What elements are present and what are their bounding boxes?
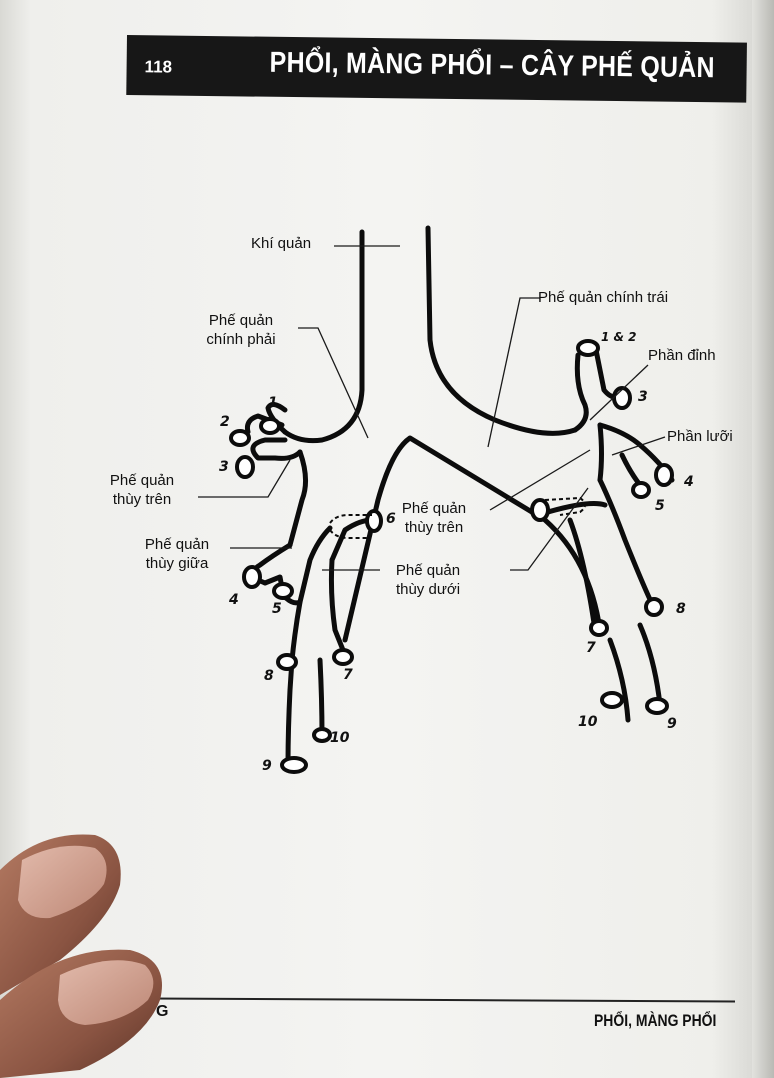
label-right-upper-line1: Phế quản bbox=[109, 472, 175, 489]
segment-number-l12: 1 & 2 bbox=[601, 330, 637, 344]
segment-end-l12 bbox=[576, 339, 600, 357]
segment-end-r6 bbox=[365, 509, 383, 533]
label-left-upper-line1: Phế quản bbox=[401, 500, 467, 517]
segment-number-r5: 5 bbox=[272, 601, 282, 617]
leader-apical bbox=[589, 364, 649, 421]
segment-end-l6 bbox=[530, 498, 550, 522]
segment-number-l8: 8 bbox=[676, 601, 686, 617]
segment-end-r7 bbox=[332, 648, 354, 666]
segment-number-r10: 10 bbox=[330, 730, 350, 746]
segment-end-l4 bbox=[654, 463, 674, 487]
segment-end-r3 bbox=[235, 455, 255, 479]
label-right-middle-line2: thùy giữa bbox=[145, 555, 209, 572]
label-right-middle-line1: Phế quản bbox=[144, 536, 210, 553]
segment-end-l7 bbox=[589, 619, 609, 637]
label-lingular-part: Phần lưỡi bbox=[667, 428, 733, 445]
leader-right-main bbox=[298, 327, 369, 439]
label-right-middle-lobe-bronchus: Phế quản thùy giữa bbox=[137, 535, 217, 573]
footer-running-title: PHỔI, MÀNG PHỔI bbox=[594, 1011, 717, 1030]
dashed-bronchus-right bbox=[329, 514, 372, 539]
segment-end-l5 bbox=[631, 481, 651, 499]
carina bbox=[342, 435, 603, 643]
segment-number-r4: 4 bbox=[229, 592, 239, 608]
trachea-left-wall bbox=[425, 225, 578, 436]
label-lower-line2: thùy dưới bbox=[395, 581, 461, 598]
label-lower-line1: Phế quản bbox=[395, 562, 461, 579]
segment-end-r9 bbox=[280, 756, 308, 774]
segment-number-l5: 5 bbox=[655, 498, 665, 514]
label-left-main-bronchus: Phế quản chính trái bbox=[538, 289, 669, 306]
segment-end-r5 bbox=[272, 582, 294, 600]
leader-left-upper bbox=[489, 449, 591, 511]
segment-number-r9: 9 bbox=[262, 758, 272, 774]
leader-right-upper bbox=[198, 459, 291, 498]
segment-number-l10: 10 bbox=[578, 714, 598, 730]
segment-number-r1: 1 bbox=[268, 395, 278, 411]
segment-end-l3 bbox=[612, 386, 632, 410]
segment-end-r8 bbox=[276, 653, 298, 671]
segment-number-r6: 6 bbox=[386, 511, 396, 527]
leader-lingular bbox=[611, 436, 666, 456]
label-right-main-bronchus: Phế quản chính phải bbox=[198, 311, 284, 349]
label-right-main-line2: chính phải bbox=[206, 331, 276, 348]
label-trachea: Khí quản bbox=[251, 235, 312, 252]
label-apical-part: Phần đỉnh bbox=[648, 347, 716, 364]
page-edge-shadow bbox=[752, 0, 774, 1078]
segment-number-l7: 7 bbox=[586, 640, 596, 656]
segment-number-l4: 4 bbox=[684, 474, 694, 490]
segment-end-r10 bbox=[312, 727, 332, 743]
label-left-upper-lobe-bronchus: Phế quản thùy trên bbox=[392, 499, 476, 537]
footer-left-fragment: G bbox=[156, 1003, 169, 1020]
segment-number-r2: 2 bbox=[220, 414, 230, 430]
label-lower-lobe-bronchus: Phế quản thùy dưới bbox=[384, 561, 472, 599]
leader-lower-left bbox=[510, 487, 589, 571]
segment-number-l9: 9 bbox=[667, 716, 677, 732]
segment-end-l8 bbox=[644, 597, 664, 617]
segment-number-l3: 3 bbox=[638, 389, 648, 405]
segment-number-r3: 3 bbox=[219, 459, 229, 475]
segment-end-r2 bbox=[229, 429, 251, 447]
segment-end-l10 bbox=[600, 691, 624, 709]
label-right-upper-line2: thùy trên bbox=[112, 491, 172, 508]
segment-number-r8: 8 bbox=[264, 668, 274, 684]
leader-left-main bbox=[487, 297, 540, 448]
segment-end-l9 bbox=[645, 697, 669, 715]
trachea-right-wall bbox=[282, 229, 365, 444]
label-left-upper-line2: thùy trên bbox=[404, 519, 464, 536]
label-right-main-line1: Phế quản bbox=[208, 312, 274, 329]
segment-number-r7: 7 bbox=[343, 667, 353, 683]
segment-end-r1 bbox=[259, 417, 281, 435]
label-right-upper-lobe-bronchus: Phế quản thùy trên bbox=[104, 471, 180, 509]
segment-end-r4 bbox=[242, 565, 262, 589]
